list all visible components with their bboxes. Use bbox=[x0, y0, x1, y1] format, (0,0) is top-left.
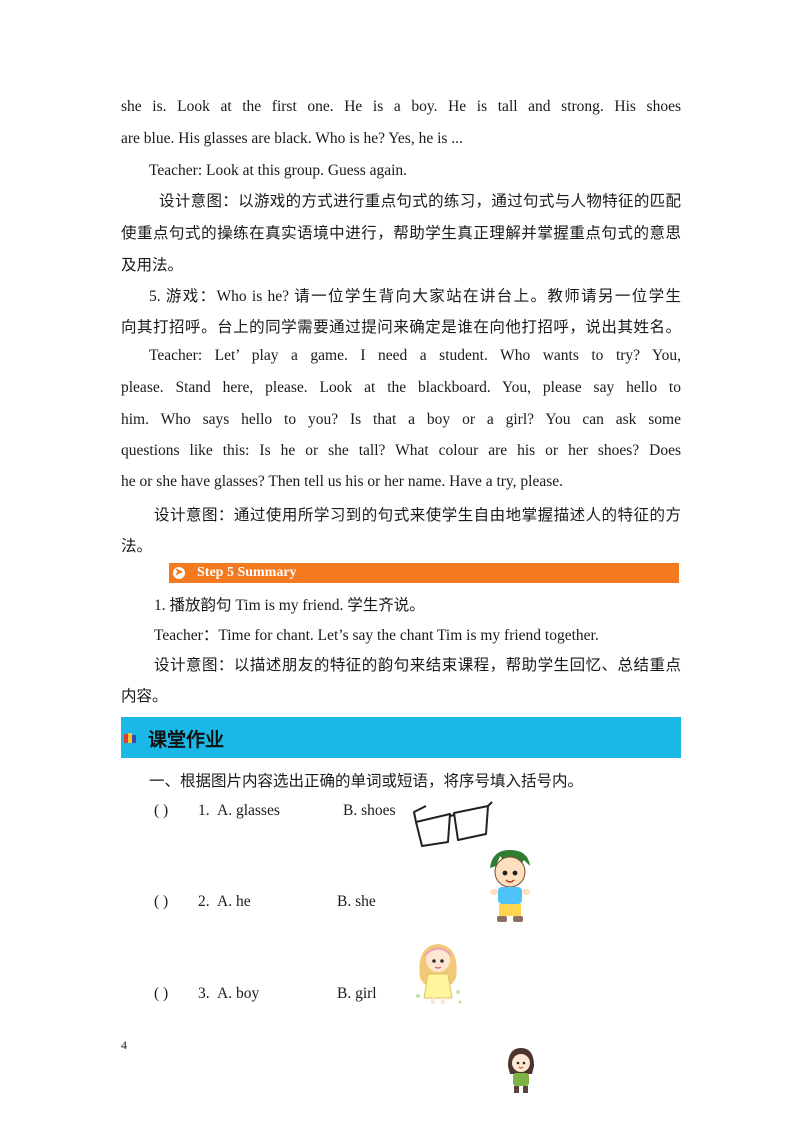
answer-bracket: ( ) bbox=[154, 802, 169, 819]
paragraph-line: are blue. His glasses are black. Who is … bbox=[121, 130, 463, 147]
page-number: 4 bbox=[121, 1038, 127, 1052]
design-intent-line: 法。 bbox=[121, 538, 153, 555]
paragraph-line: she is. Look at the first one. He is a b… bbox=[121, 98, 681, 115]
paragraph-line: Teacher: Look at this group. Guess again… bbox=[149, 162, 408, 179]
small-girl-picture bbox=[508, 1048, 534, 1093]
exercise-number: 3. bbox=[198, 985, 210, 1002]
teacher-line: Teacher: Let’ play a game. I need a stud… bbox=[149, 347, 681, 364]
teacher-line: please. Stand here, please. Look at the … bbox=[121, 379, 681, 396]
game-line: 向其打招呼。台上的同学需要通过提问来确定是谁在向他打招呼，说出其姓名。 bbox=[121, 319, 681, 336]
boy-picture bbox=[490, 850, 530, 922]
summary-line: Teacher：Time for chant. Let’s say the ch… bbox=[154, 627, 599, 644]
game-line: 5. 游戏：Who is he? 请一位学生背向大家站在讲台上。教师请另一位学生 bbox=[149, 288, 681, 305]
answer-bracket: ( ) bbox=[154, 893, 169, 910]
answer-bracket: ( ) bbox=[154, 985, 169, 1002]
teacher-line: him. Who says hello to you? Is that a bo… bbox=[121, 411, 681, 428]
step-banner: ➤ Step 5 Summary bbox=[169, 563, 679, 583]
teacher-line: he or she have glasses? Then tell us his… bbox=[121, 473, 564, 490]
homework-title: 课堂作业 bbox=[148, 729, 225, 751]
design-intent-line: 设计意图：以游戏的方式进行重点句式的练习，通过句式与人物特征的匹配 bbox=[159, 193, 681, 210]
option-a: A. boy bbox=[217, 985, 260, 1002]
teacher-line: questions like this: Is he or she tall? … bbox=[121, 442, 681, 459]
option-a: A. glasses bbox=[217, 802, 280, 819]
design-intent-line: 设计意图：通过使用所学习到的句式来使学生自由地掌握描述人的特征的方 bbox=[154, 507, 681, 524]
glasses-picture bbox=[413, 801, 493, 847]
exercise-instruction: 一、根据图片内容选出正确的单词或短语，将序号填入括号内。 bbox=[149, 773, 584, 790]
option-b: B. shoes bbox=[343, 802, 396, 819]
homework-banner: 课堂作业 bbox=[121, 717, 681, 758]
summary-line: 设计意图：以描述朋友的特征的韵句来结束课程，帮助学生回忆、总结重点 bbox=[154, 657, 681, 674]
colorful-book-icon bbox=[124, 733, 136, 743]
step-banner-label: Step 5 Summary bbox=[197, 565, 297, 580]
option-b: B. girl bbox=[337, 985, 377, 1002]
summary-line: 1. 播放韵句 Tim is my friend. 学生齐说。 bbox=[154, 597, 425, 614]
design-intent-line: 及用法。 bbox=[121, 257, 184, 274]
exercise-number: 2. bbox=[198, 893, 210, 910]
arrow-circle-icon: ➤ bbox=[173, 567, 185, 579]
design-intent-line: 使重点句式的操练在真实语境中进行，帮助学生真正理解并掌握重点句式的意思 bbox=[121, 225, 681, 242]
girl-picture bbox=[416, 944, 462, 1004]
summary-line: 内容。 bbox=[121, 688, 168, 705]
option-b: B. she bbox=[337, 893, 376, 910]
exercise-number: 1. bbox=[198, 802, 210, 819]
option-a: A. he bbox=[217, 893, 251, 910]
